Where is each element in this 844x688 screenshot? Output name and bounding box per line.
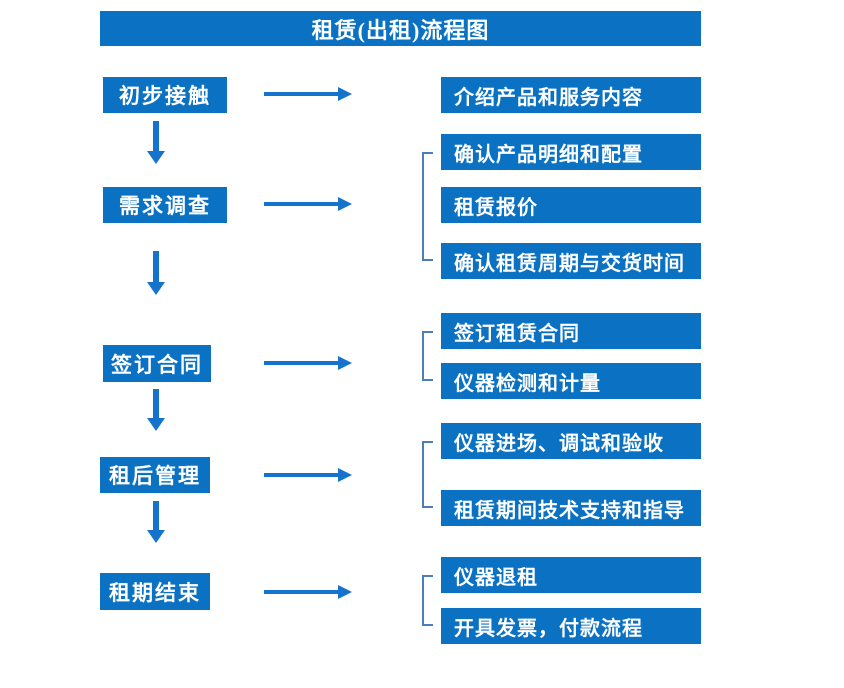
output-label: 租赁报价 [454,196,538,219]
right-arrow-head [338,585,352,599]
output-box: 确认租赁周期与交货时间 [441,243,701,279]
right-arrow-shaft [264,92,338,96]
down-arrow-shaft [153,501,159,531]
right-arrow [264,87,352,101]
right-arrow-head [338,87,352,101]
right-arrow [264,585,352,599]
right-arrow [264,356,352,370]
step-box-demand-survey: 需求调查 [103,187,227,223]
down-arrow-head [147,418,165,431]
group-bracket [422,575,433,626]
right-arrow-head [338,468,352,482]
output-label: 确认产品明细和配置 [454,143,643,166]
right-arrow-shaft [264,202,338,206]
output-box: 介绍产品和服务内容 [441,77,701,113]
step-box-post-rental-management: 租后管理 [100,457,210,493]
output-box: 仪器进场、调试和验收 [441,423,701,459]
down-arrow [147,389,165,431]
down-arrow [147,501,165,543]
step-label: 签订合同 [111,352,203,377]
step-label: 租后管理 [109,464,201,488]
output-label: 仪器进场、调试和验收 [454,432,664,455]
output-label: 介绍产品和服务内容 [454,86,643,109]
right-arrow-shaft [264,361,338,365]
output-label: 租赁期间技术支持和指导 [454,499,685,522]
group-bracket [422,441,433,508]
output-box: 开具发票，付款流程 [441,608,701,644]
right-arrow-head [338,356,352,370]
output-box: 仪器退租 [441,557,701,593]
down-arrow-head [147,151,165,164]
right-arrow [264,468,352,482]
down-arrow-head [147,282,165,295]
right-arrow-head [338,197,352,211]
page-title: 租赁(出租)流程图 [311,17,490,43]
down-arrow-shaft [153,389,159,419]
step-label: 租期结束 [109,580,201,605]
right-arrow-shaft [264,473,338,477]
output-label: 仪器退租 [454,566,538,589]
down-arrow-head [147,530,165,543]
down-arrow [147,251,165,295]
step-label: 初步接触 [119,84,211,108]
down-arrow-shaft [153,251,159,283]
output-box: 租赁报价 [441,187,701,223]
output-box: 签订租赁合同 [441,313,701,349]
down-arrow [147,121,165,164]
right-arrow-shaft [264,590,338,594]
output-box: 确认产品明细和配置 [441,134,701,170]
step-box-rental-end: 租期结束 [100,573,210,610]
output-label: 仪器检测和计量 [454,372,601,395]
down-arrow-shaft [153,121,159,152]
output-label: 开具发票，付款流程 [454,617,643,640]
step-box-sign-contract: 签订合同 [103,345,211,382]
output-label: 签订租赁合同 [454,322,580,345]
step-label: 需求调查 [119,194,211,218]
output-label: 确认租赁周期与交货时间 [454,252,685,275]
output-box: 租赁期间技术支持和指导 [441,490,701,526]
step-box-initial-contact: 初步接触 [103,77,227,113]
right-arrow [264,197,352,211]
title-bar: 租赁(出租)流程图 [100,11,701,46]
group-bracket [422,331,433,381]
group-bracket [422,152,433,261]
output-box: 仪器检测和计量 [441,363,701,399]
